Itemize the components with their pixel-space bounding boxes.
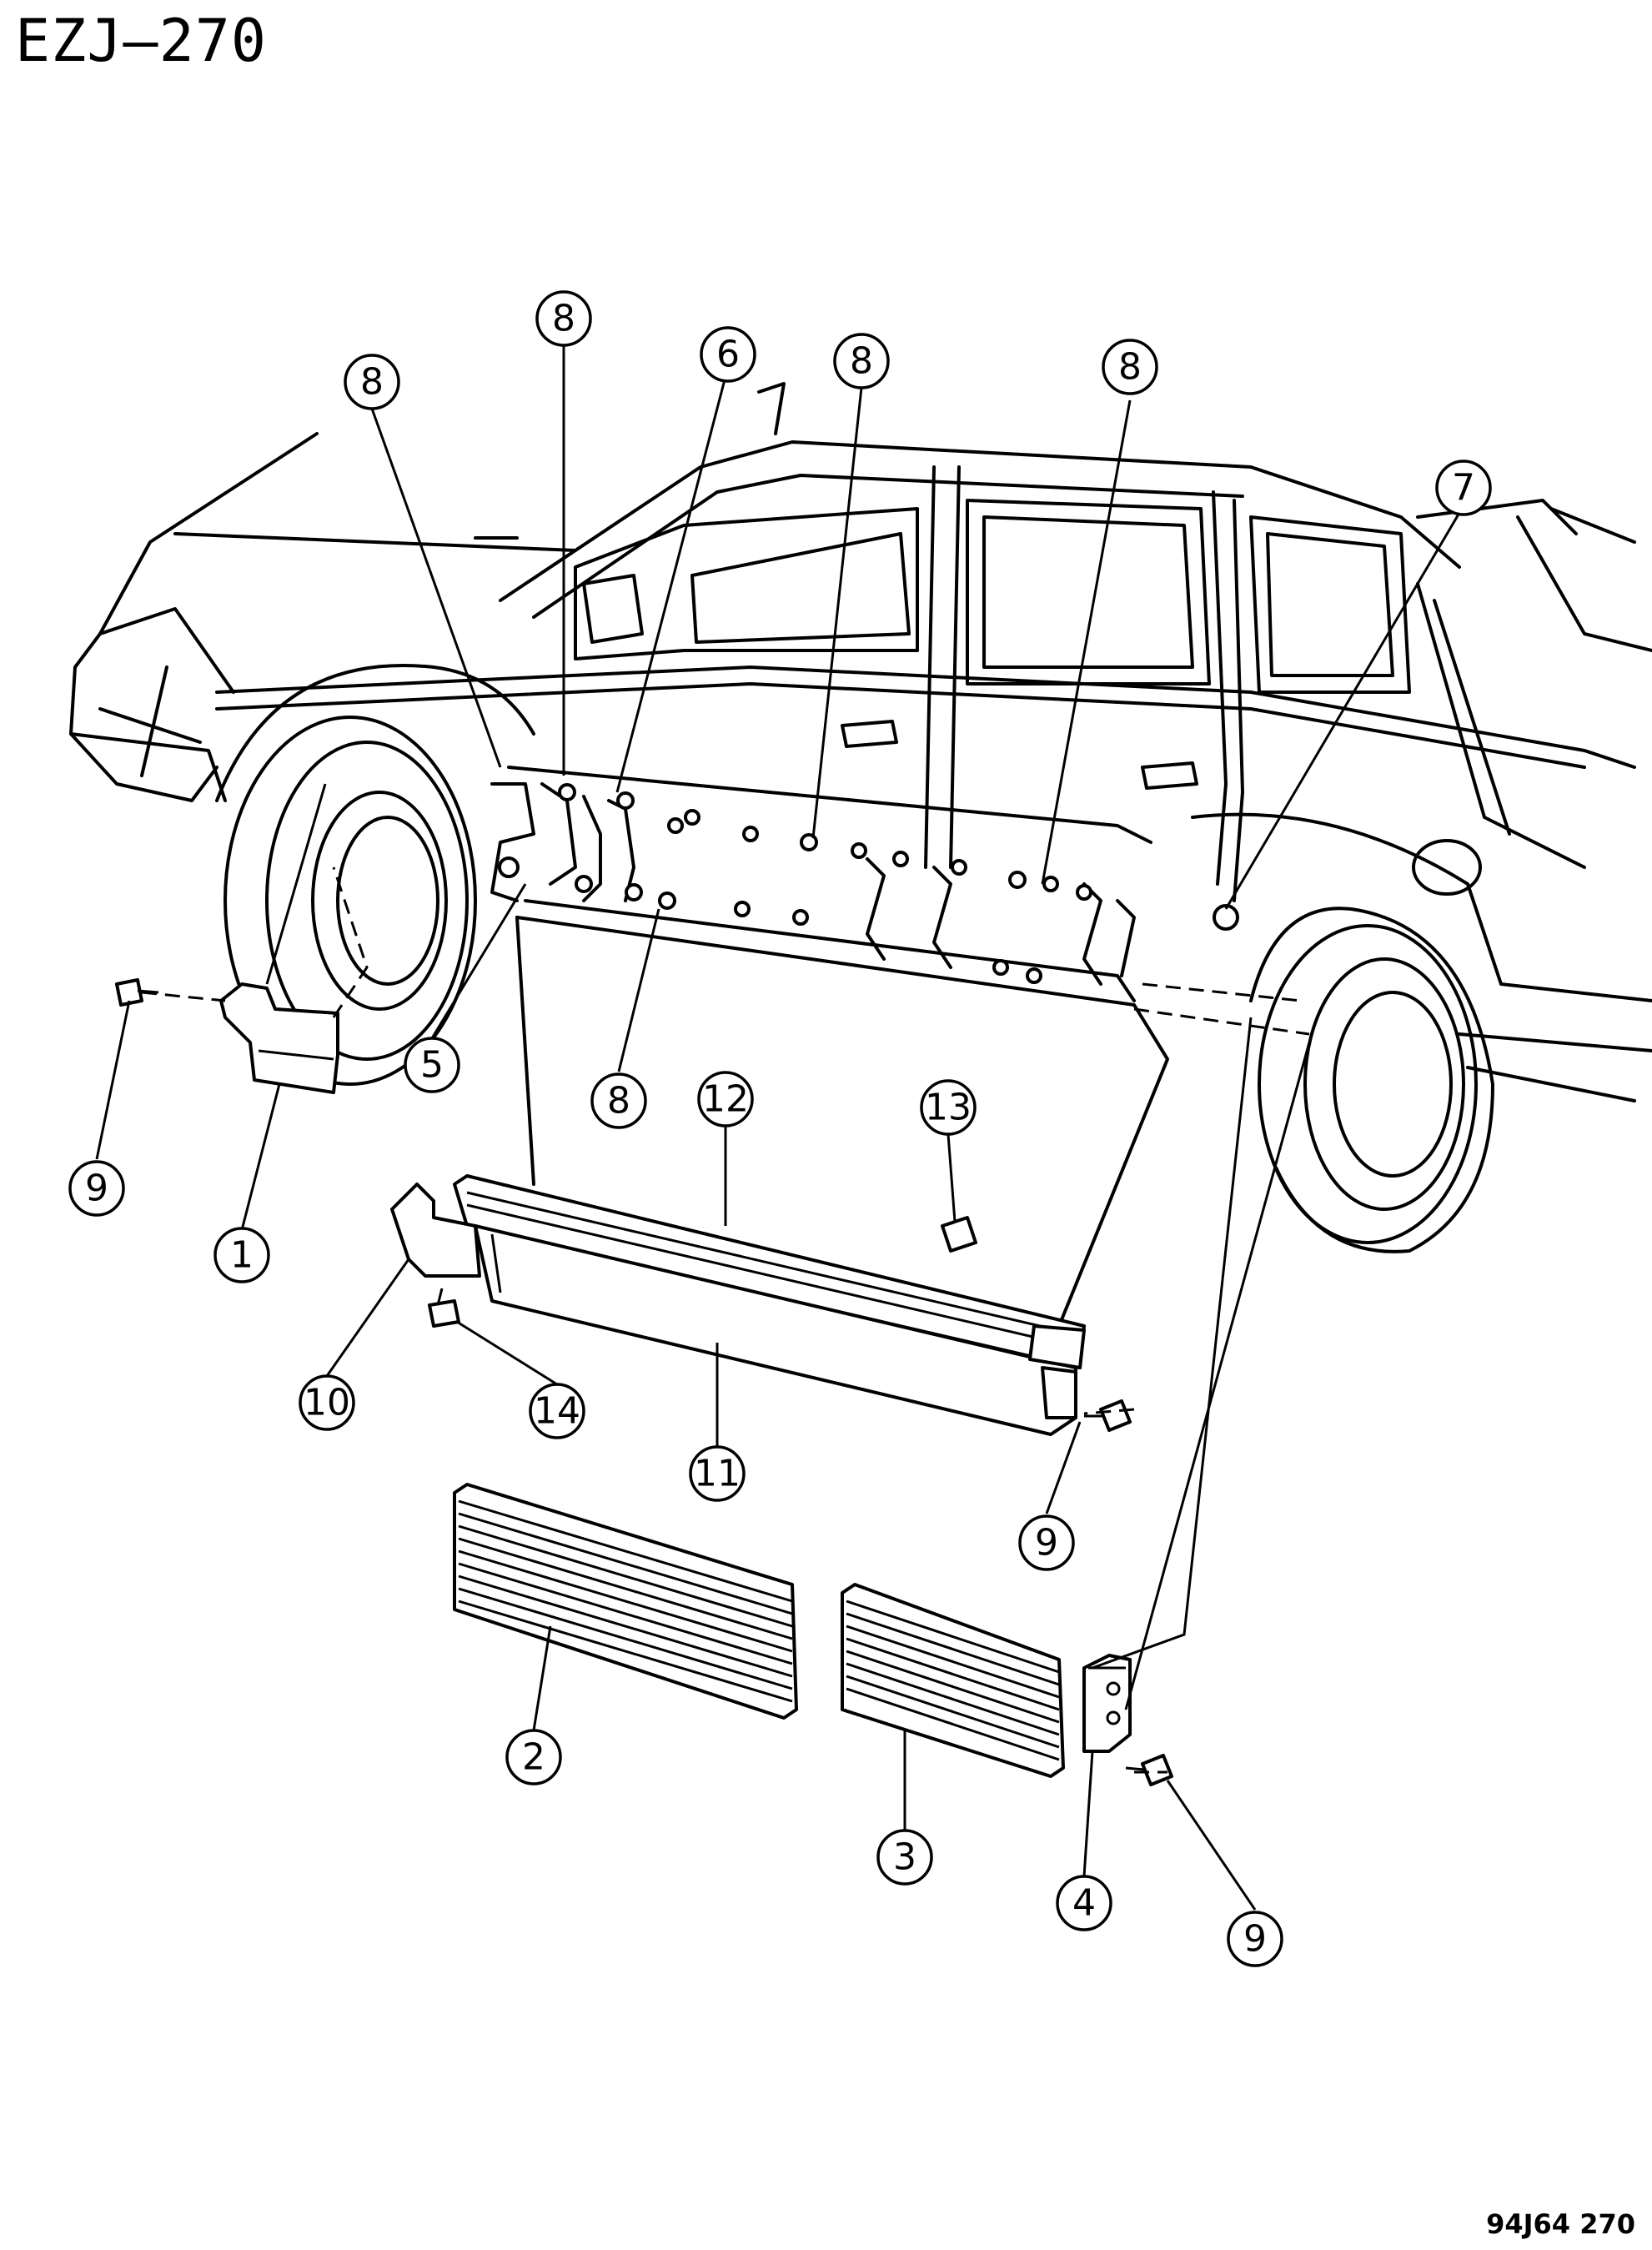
- callout-7-label: 7: [1452, 467, 1475, 510]
- callout-1: 1: [213, 1227, 270, 1283]
- callout-10: 10: [299, 1374, 355, 1431]
- installation-lines: [141, 783, 1311, 1774]
- callout-12: 12: [697, 1071, 754, 1128]
- callout-11-label: 11: [694, 1453, 741, 1495]
- callout-6: 6: [700, 326, 756, 383]
- callout-2: 2: [505, 1729, 562, 1785]
- callout-9-middle-label: 9: [1035, 1522, 1058, 1564]
- callout-5: 5: [404, 1037, 460, 1093]
- short-ribbed-molding: [841, 1583, 1065, 1778]
- callout-9-right: 9: [1227, 1911, 1283, 1967]
- callout-9-left: 9: [68, 1160, 125, 1217]
- callout-8-left: 8: [344, 354, 400, 410]
- long-side-molding: [453, 1174, 1086, 1436]
- callout-8-center: 8: [833, 333, 890, 389]
- callout-10-label: 10: [304, 1382, 350, 1424]
- callout-8-left-label: 8: [360, 361, 384, 404]
- page-title: EZJ–270: [15, 7, 268, 75]
- callout-8-right: 8: [1102, 339, 1158, 395]
- vehicle-body-outline: [69, 382, 1652, 1102]
- callout-9-right-label: 9: [1243, 1918, 1267, 1961]
- rear-end-cap: [1082, 1654, 1132, 1753]
- callout-14: 14: [529, 1383, 585, 1439]
- callout-9-left-label: 9: [85, 1168, 108, 1210]
- callout-8-center-label: 8: [850, 340, 873, 383]
- front-wheel: [223, 716, 477, 1086]
- callout-1-label: 1: [230, 1234, 254, 1277]
- callout-8-lower-label: 8: [607, 1080, 630, 1122]
- rear-wheel: [1249, 907, 1494, 1253]
- callout-8-upper: 8: [535, 290, 592, 347]
- callout-4-label: 4: [1072, 1882, 1096, 1925]
- callout-12-label: 12: [702, 1078, 749, 1121]
- callout-9-middle: 9: [1018, 1514, 1075, 1571]
- callout-13-label: 13: [925, 1087, 972, 1129]
- callout-leaders: [95, 342, 1461, 1911]
- fasteners: [115, 978, 1173, 1786]
- callout-13: 13: [920, 1079, 977, 1136]
- callout-8-lower: 8: [590, 1072, 647, 1129]
- callout-11: 11: [689, 1445, 746, 1502]
- backing-panel: [515, 916, 1310, 1328]
- callout-3: 3: [876, 1829, 933, 1886]
- large-ribbed-molding: [453, 1483, 798, 1720]
- callout-7: 7: [1435, 460, 1492, 516]
- front-fender-piece: [219, 982, 339, 1094]
- callout-8-right-label: 8: [1118, 346, 1142, 389]
- callout-8-upper-label: 8: [552, 298, 575, 340]
- callout-3-label: 3: [893, 1836, 916, 1879]
- callout-2-label: 2: [522, 1736, 545, 1779]
- front-end-cap: [390, 1183, 481, 1278]
- callout-5-label: 5: [420, 1044, 444, 1087]
- figure-reference: 94J64 270: [1486, 2208, 1635, 2240]
- callout-4: 4: [1056, 1875, 1112, 1931]
- mounting-rail: [490, 766, 1239, 1002]
- callout-6-label: 6: [716, 334, 740, 376]
- callout-14-label: 14: [534, 1390, 580, 1433]
